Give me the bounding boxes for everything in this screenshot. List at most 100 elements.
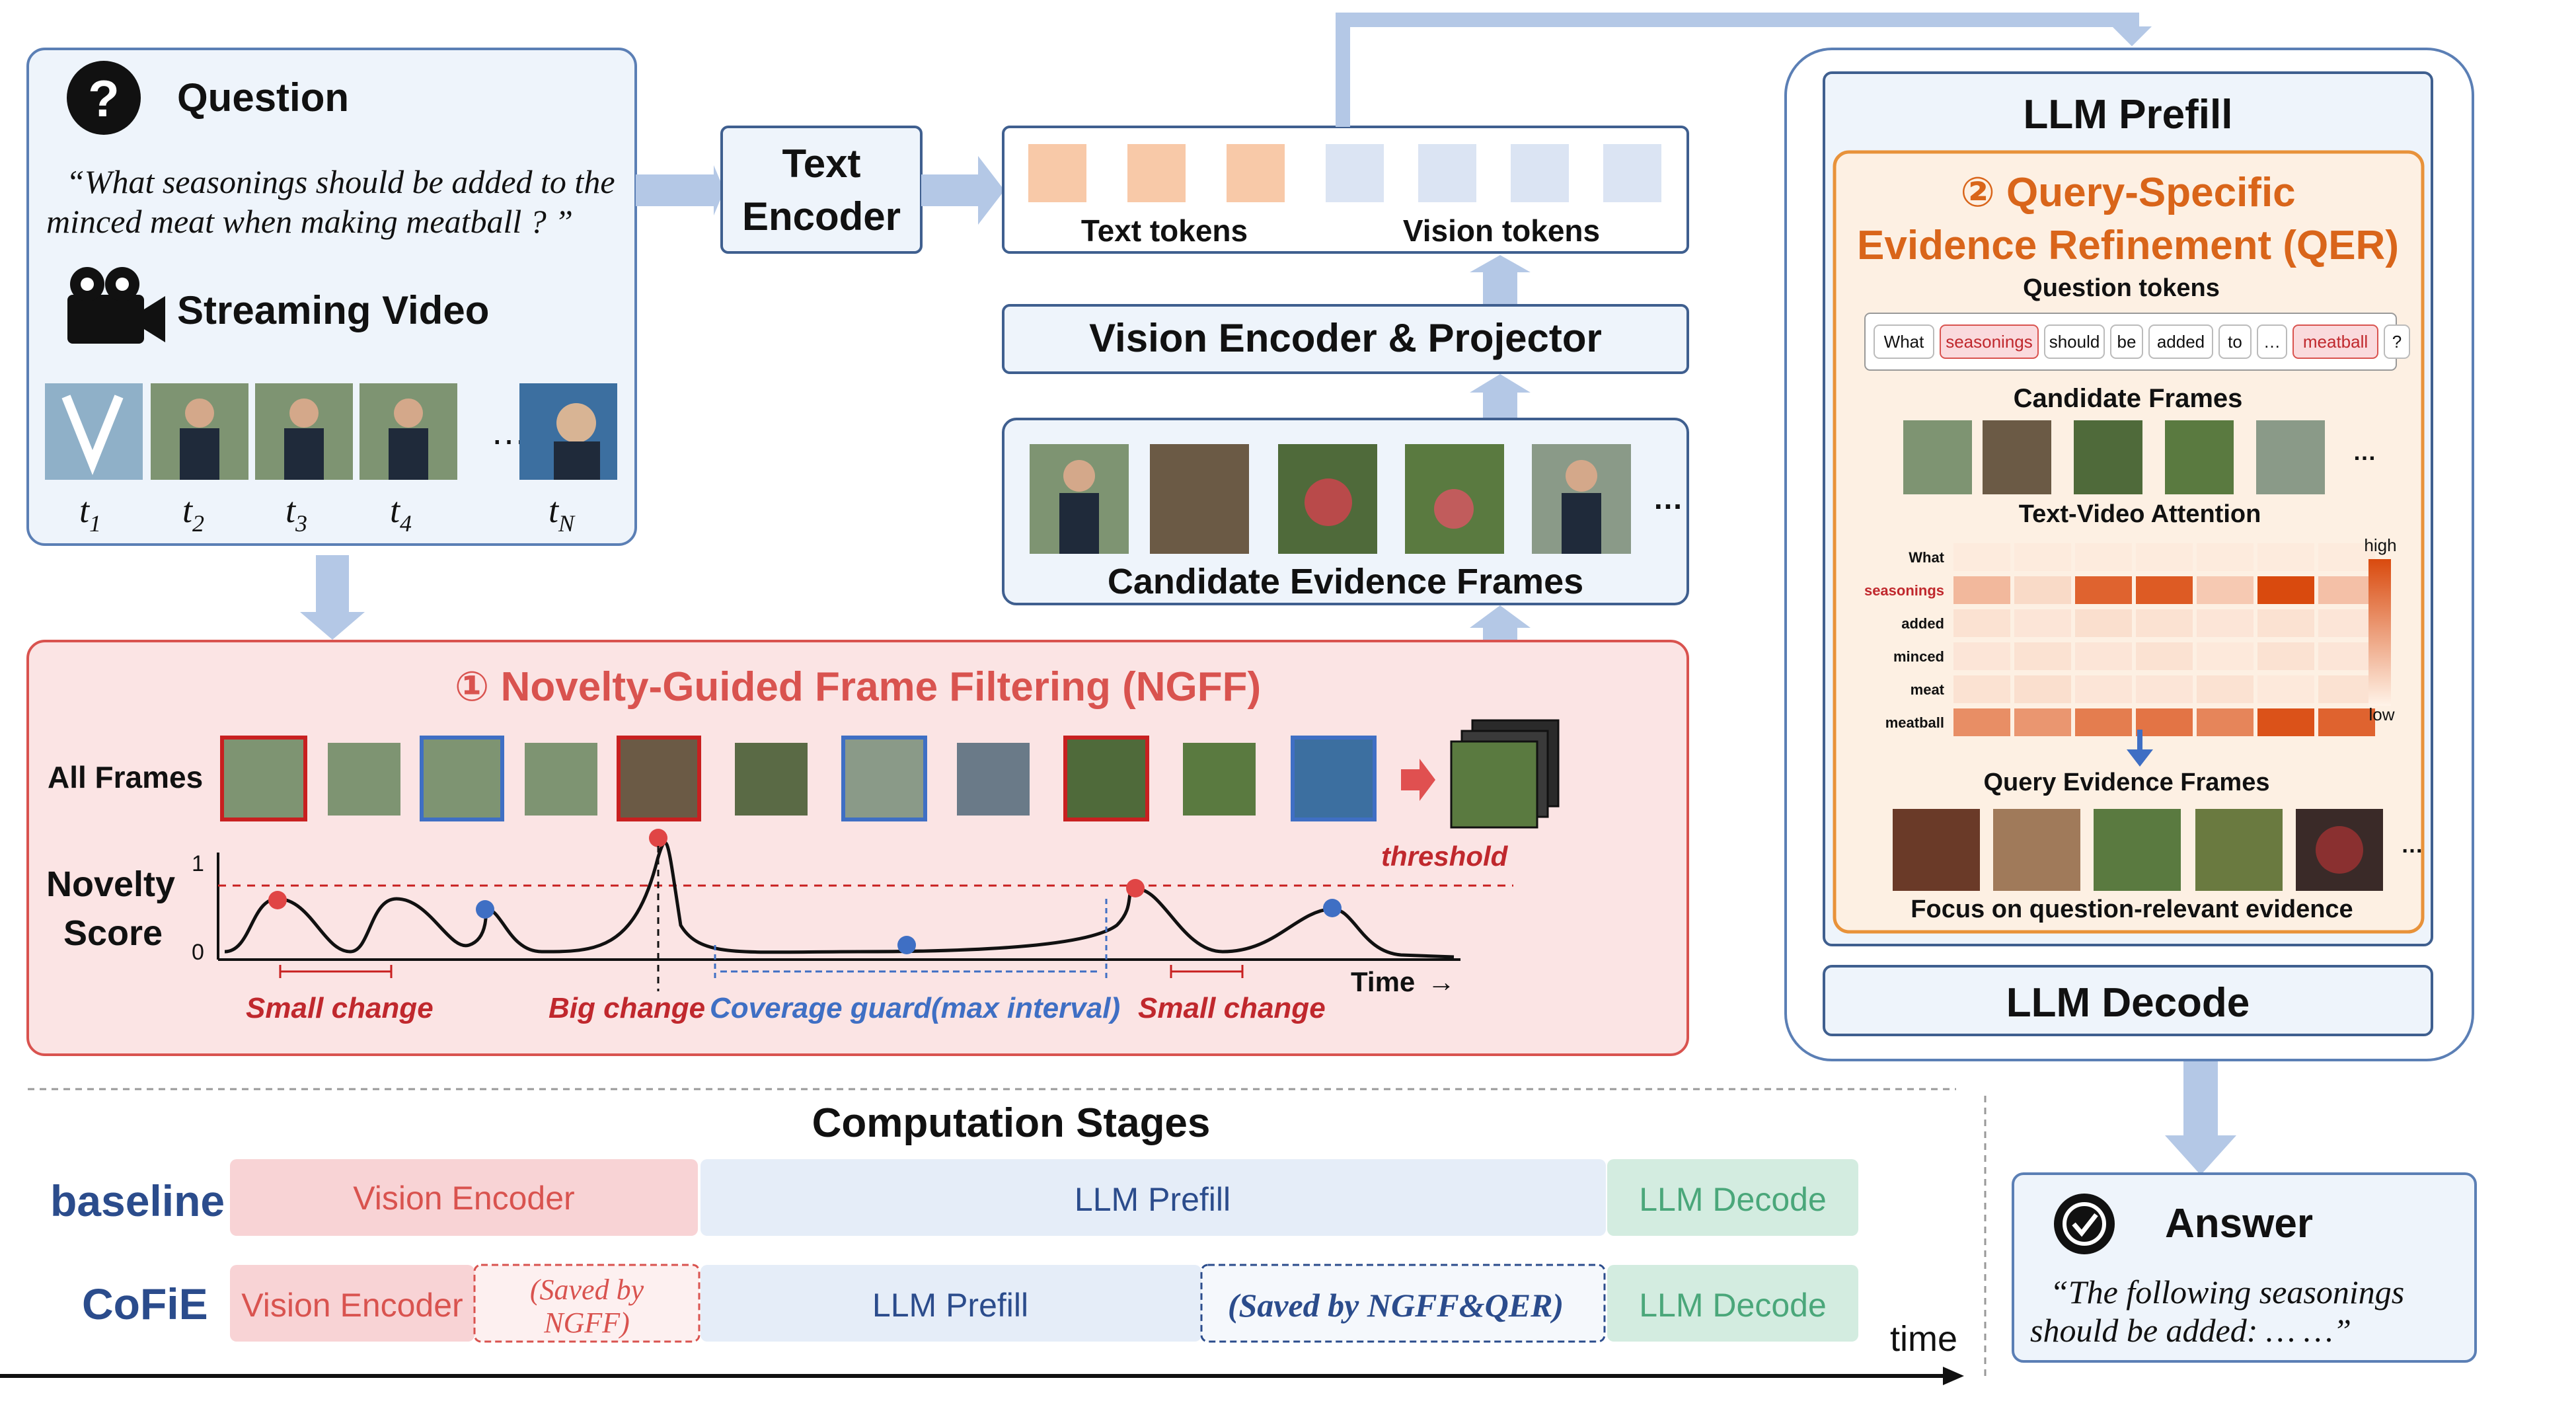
arrow-question-to-ngff <box>300 555 365 640</box>
text-encoder-line1: Text <box>782 141 861 186</box>
attention-cell <box>2197 609 2254 637</box>
y-axis-min: 0 <box>192 940 204 965</box>
time-label-2: t <box>182 490 194 530</box>
attention-cell <box>2075 708 2132 736</box>
threshold-label: threshold <box>1381 841 1509 872</box>
frame <box>328 743 400 816</box>
time-sub-1: 1 <box>89 510 101 537</box>
attention-cell <box>2014 675 2071 703</box>
question-token <box>2218 324 2252 359</box>
candidate-frames-label: Candidate Evidence Frames <box>1108 562 1583 601</box>
qer-candidate-frame <box>2165 420 2234 494</box>
focus-label: Focus on question-relevant evidence <box>1911 895 2353 923</box>
text-encoder-box: Text Encoder <box>720 126 923 254</box>
text-encoder-line2: Encoder <box>742 194 901 239</box>
attention-cell <box>2136 543 2193 571</box>
question-token <box>2292 324 2378 359</box>
attention-cell <box>2197 642 2254 670</box>
question-token-label: should <box>2049 332 2100 352</box>
question-token-label: to <box>2228 332 2242 352</box>
vision-encoder-label: Vision Encoder & Projector <box>1089 316 1602 360</box>
time-labels: t1 t2 t3 t4 tN <box>79 490 576 537</box>
qer-candidate-frames: … <box>1903 420 2376 494</box>
llm-decode-box <box>1823 965 2433 1036</box>
cofie-llm-prefill-label: LLM Prefill <box>872 1287 1028 1324</box>
saved-by-ngff-bar <box>473 1264 701 1343</box>
qer-candidate-frame <box>1983 420 2051 494</box>
attention-cell <box>2197 576 2254 604</box>
attention-cell <box>2318 675 2375 703</box>
svg-text:t4: t4 <box>390 490 412 537</box>
arrow-to-llm-prefill-head <box>2112 26 2152 46</box>
novelty-point-selected <box>1126 879 1145 897</box>
time-sub-4: 4 <box>400 510 412 537</box>
qer-title-line1: ② Query-Specific <box>1960 170 2295 215</box>
baseline-llm-decode-label: LLM Decode <box>1639 1181 1827 1218</box>
attention-cell <box>2136 675 2193 703</box>
question-token-label: seasonings <box>1946 332 2033 352</box>
question-token-label: be <box>2117 332 2137 352</box>
question-token-label: … <box>2263 332 2281 352</box>
attention-cell <box>2257 576 2314 604</box>
question-title: Question <box>177 75 349 120</box>
attention-cell <box>2014 543 2071 571</box>
question-token <box>1940 324 2039 359</box>
question-token <box>2257 324 2287 359</box>
vision-token <box>1326 144 1384 202</box>
svg-text:?: ? <box>88 69 120 128</box>
attention-row-label: meat <box>1911 681 1945 698</box>
arrow-vision-to-tokens <box>1470 255 1531 304</box>
attention-cell <box>2075 642 2132 670</box>
question-token-label: ? <box>2392 332 2402 352</box>
frame <box>735 743 808 816</box>
attention-cell <box>2318 543 2375 571</box>
all-frames-row <box>220 719 1560 829</box>
text-token <box>1227 144 1285 202</box>
attention-cell <box>2197 675 2254 703</box>
attention-cell <box>1953 543 2010 571</box>
streaming-video-title: Streaming Video <box>177 288 489 332</box>
time-label-1: t <box>79 490 91 530</box>
query-evidence-frames: … <box>1893 809 2423 891</box>
question-token <box>2044 324 2105 359</box>
attention-row-label: meatball <box>1885 714 1944 731</box>
vision-token <box>1418 144 1476 202</box>
attention-low-label: low <box>2368 704 2394 724</box>
text-token <box>1127 144 1186 202</box>
stacked-frame <box>1450 740 1538 829</box>
baseline-label: baseline <box>50 1176 225 1225</box>
time-axis-arrow: → <box>1427 966 1455 997</box>
frame-selected-blue <box>420 736 504 821</box>
frame <box>957 743 1030 816</box>
tokens-panel: Text tokens Vision tokens <box>1002 126 1689 254</box>
y-axis-max: 1 <box>192 851 204 876</box>
query-evidence-frame <box>2094 809 2181 891</box>
vision-token <box>1511 144 1569 202</box>
vision-token <box>1603 144 1661 202</box>
attention-cell <box>2075 543 2132 571</box>
attention-row-label: seasonings <box>1864 582 1944 599</box>
query-evidence-label: Query Evidence Frames <box>1984 769 2270 796</box>
video-camera-icon <box>67 267 165 344</box>
baseline-vision-encoder-label: Vision Encoder <box>353 1180 574 1217</box>
question-token-label: What <box>1884 332 1924 352</box>
text-tokens-label: Text tokens <box>1081 213 1248 248</box>
saved-by-ngff-qer-label: (Saved by NGFF&QER) <box>1228 1287 1564 1324</box>
computation-time-label: time <box>1890 1319 1957 1359</box>
attention-cell <box>2257 543 2314 571</box>
attention-high-label: high <box>2364 535 2396 555</box>
baseline-llm-prefill-label: LLM Prefill <box>1075 1181 1231 1218</box>
arrow-candidate-to-vision <box>1470 374 1531 418</box>
question-text-line2: minced meat when making meatball ? ” <box>46 203 573 240</box>
question-token <box>2384 324 2410 359</box>
attention-cell <box>2257 642 2314 670</box>
attention-cell <box>2075 576 2132 604</box>
llm-panel: LLM Prefill ② Query-Specific Evidence Re… <box>1784 48 2474 1061</box>
frame <box>1183 743 1256 816</box>
arrow-to-tokens <box>921 156 1004 225</box>
attention-cell <box>2318 708 2375 736</box>
query-evidence-ellipsis: … <box>2401 833 2423 858</box>
question-token <box>1874 324 1934 359</box>
